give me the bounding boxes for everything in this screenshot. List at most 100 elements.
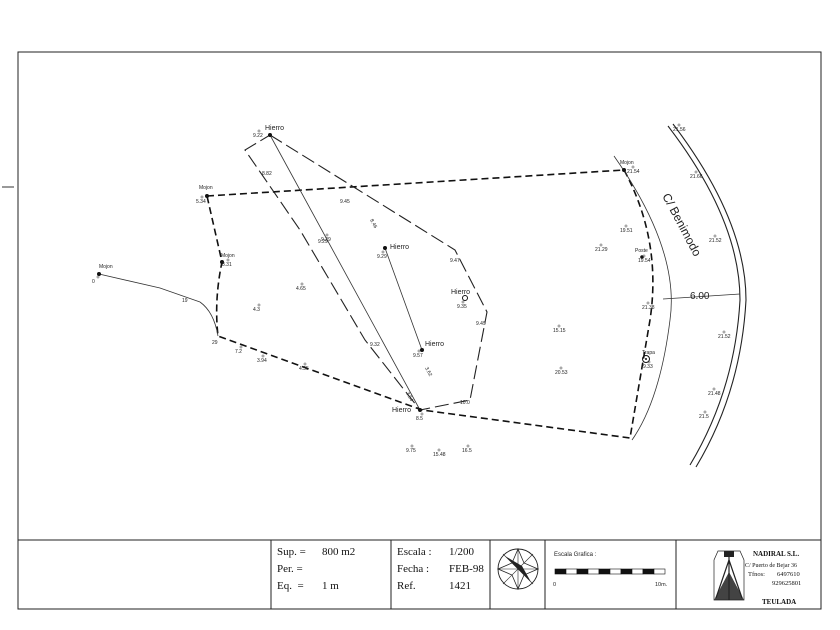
spot-height-label: 8.31 bbox=[222, 262, 232, 268]
spot-height-dot bbox=[303, 362, 307, 366]
spot-height-label: 20.53 bbox=[555, 370, 568, 376]
hierro-label-2: Hierro bbox=[390, 244, 409, 251]
spot-height-dot bbox=[461, 300, 465, 304]
mojon-marker-4 bbox=[220, 260, 224, 264]
street-edge-outer-1 bbox=[667, 125, 741, 466]
mojon-label-1: Mojon bbox=[199, 185, 213, 191]
trapa-label: Trapa bbox=[642, 350, 655, 356]
mojon-label-3: Mojon bbox=[99, 264, 113, 270]
spot-height-label: 16.5 bbox=[462, 448, 472, 454]
spot-height-label: 19.54 bbox=[638, 258, 651, 264]
company-name: NADIRAL S.L. bbox=[753, 550, 799, 558]
fecha-label: Fecha : bbox=[397, 563, 429, 575]
spot-height-label: 21.56 bbox=[673, 127, 686, 133]
scale-bar-segment bbox=[565, 568, 578, 575]
spot-height-dot bbox=[200, 195, 204, 199]
spot-height-label: 21.52 bbox=[718, 334, 731, 340]
mojon-marker-1 bbox=[205, 194, 209, 198]
phone-2: 929625801 bbox=[772, 580, 801, 587]
ref-value: 1421 bbox=[449, 580, 471, 592]
company-logo-icon bbox=[713, 550, 745, 601]
access-line bbox=[98, 273, 201, 303]
spot-height-dot bbox=[559, 366, 563, 370]
eq-value: 1 m bbox=[322, 580, 339, 592]
scale-bar-segment bbox=[642, 568, 655, 575]
spot-height-dot bbox=[261, 354, 265, 358]
spot-height-dot bbox=[466, 444, 470, 448]
spot-heights-layer: 9.225.3408.314.654.37.23.944.359.299.299… bbox=[92, 123, 731, 458]
spot-height-dot bbox=[410, 444, 414, 448]
spot-height-dot bbox=[631, 165, 635, 169]
phone-1: 6497610 bbox=[777, 571, 800, 578]
spot-height-label: 21.48 bbox=[708, 391, 721, 397]
map-area: 6.00 C/ Benimodo Mojon Mojon Mojon Mojon… bbox=[92, 123, 747, 468]
escala-value: 1/200 bbox=[449, 546, 475, 558]
eq-label: Eq. = bbox=[277, 580, 304, 592]
spot-height-dot bbox=[96, 275, 100, 279]
title-block: Sup. = 800 m2 Per. = Eq. = 1 m Escala : … bbox=[18, 539, 821, 609]
spot-height-label: 8.5 bbox=[416, 416, 423, 422]
spot-height-label: 15.15 bbox=[553, 328, 566, 334]
hierro-marker-2 bbox=[383, 246, 387, 250]
spot-height-dot bbox=[417, 349, 421, 353]
scale-bar-segment bbox=[554, 568, 567, 575]
plot-boundary bbox=[206, 169, 654, 439]
spot-height-label: 19.51 bbox=[620, 228, 633, 234]
scale-bar-segment bbox=[631, 568, 644, 575]
spot-height-label: 21.66 bbox=[690, 174, 703, 180]
spot-height-label: 9.29 bbox=[321, 237, 331, 243]
spot-height-dot bbox=[226, 258, 230, 262]
fecha-value: FEB-98 bbox=[449, 563, 484, 575]
street-edge-inner bbox=[613, 155, 672, 441]
poste-label: Poste bbox=[635, 248, 648, 254]
sheet-frame bbox=[17, 51, 822, 610]
edge-length-label: 9.47 bbox=[450, 258, 460, 264]
graphic-scale-bar bbox=[554, 568, 666, 575]
spot-height-dot bbox=[713, 234, 717, 238]
ref-label: Ref. bbox=[397, 580, 416, 592]
mojon-marker-2 bbox=[622, 168, 626, 172]
spot-height-dot bbox=[599, 243, 603, 247]
spot-height-dot bbox=[257, 303, 261, 307]
thin-line-a bbox=[269, 134, 421, 411]
spot-height-dot bbox=[300, 282, 304, 286]
spot-height-dot bbox=[677, 123, 681, 127]
edge-length-label: 3.62 bbox=[423, 366, 433, 378]
edge-length-label: 9.32 bbox=[370, 342, 380, 348]
spot-height-dot bbox=[420, 412, 424, 416]
spot-height-label: 21.38 bbox=[642, 305, 655, 311]
spot-height-label: 5.34 bbox=[196, 199, 206, 205]
company-address: C/ Puerto de Bejar 36 bbox=[745, 563, 797, 569]
spot-height-dot bbox=[557, 324, 561, 328]
spot-height-label: 4.35 bbox=[299, 366, 309, 372]
spot-height-label: 9.57 bbox=[413, 353, 423, 359]
spot-height-label: 21.54 bbox=[627, 169, 640, 175]
width-dimension-line bbox=[662, 293, 741, 300]
scale-bar-segment bbox=[598, 568, 611, 575]
edge-length-label: 3.54 bbox=[404, 391, 414, 403]
spot-height-dot bbox=[722, 330, 726, 334]
scale-bar-segment bbox=[620, 568, 633, 575]
edge-length-label: 9.49 bbox=[476, 321, 486, 327]
spot-height-dot bbox=[647, 360, 651, 364]
north-arrow-icon bbox=[496, 547, 540, 591]
access-curve bbox=[199, 301, 219, 337]
edge-length-label: 9.45 bbox=[340, 199, 350, 205]
trapa-marker bbox=[642, 355, 650, 363]
spot-height-label: 4.65 bbox=[296, 286, 306, 292]
spot-height-label: 9.75 bbox=[406, 448, 416, 454]
hierro-label-3: Hierro bbox=[451, 289, 470, 296]
spot-height-label: 15.48 bbox=[433, 452, 446, 458]
spot-height-label: 21.5 bbox=[699, 414, 709, 420]
spot-height-label: 0 bbox=[92, 279, 95, 285]
city-name: TEULADA bbox=[762, 598, 796, 606]
mojon-label-4: Mojon bbox=[221, 253, 235, 259]
spot-height-dot bbox=[624, 224, 628, 228]
spot-height-label: 9.29 bbox=[377, 254, 387, 260]
street-edge-outer-2 bbox=[672, 123, 747, 468]
spot-height-label: 4.3 bbox=[253, 307, 260, 313]
mojon-marker-3 bbox=[97, 272, 101, 276]
street-name-label: C/ Benimodo bbox=[659, 191, 704, 259]
edge-length-label: 29 bbox=[212, 340, 218, 346]
